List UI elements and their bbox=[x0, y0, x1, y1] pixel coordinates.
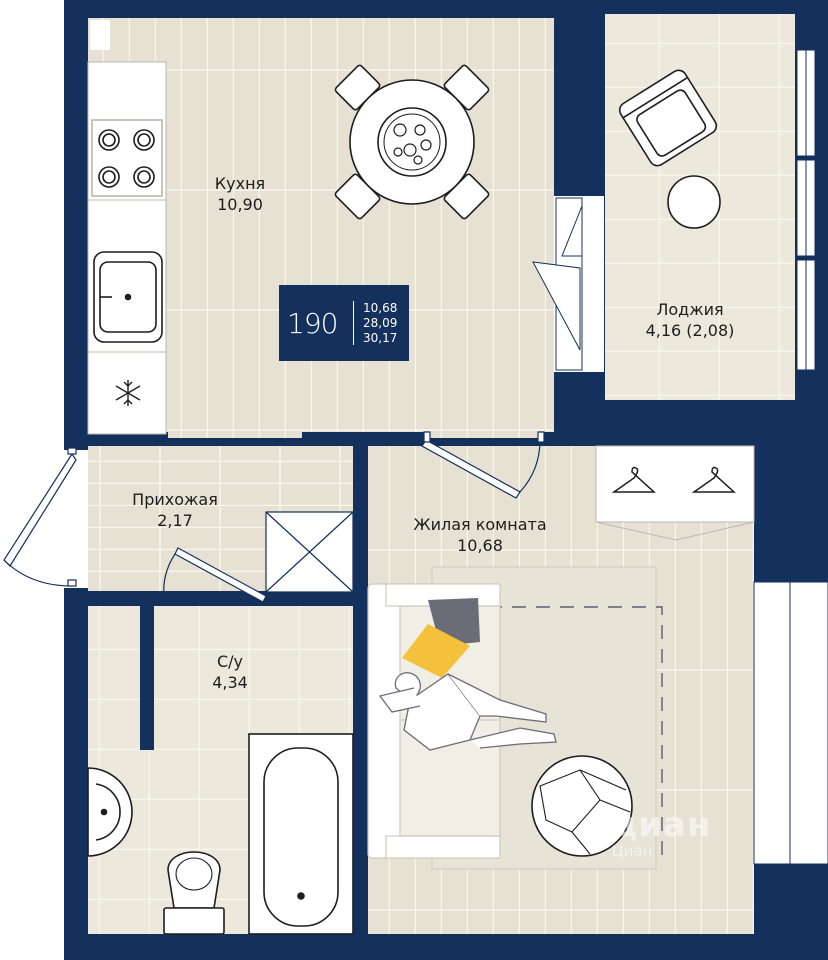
hallway-area: 2,17 bbox=[157, 511, 193, 530]
watermark-brand: циан bbox=[612, 805, 712, 845]
watermark-source: Циан bbox=[612, 842, 653, 860]
living-wall-lower bbox=[754, 864, 828, 934]
apartment-number: 190 bbox=[287, 306, 338, 340]
wall-kitchen-hall bbox=[88, 432, 168, 446]
kitchen-area: 10,90 bbox=[217, 195, 263, 214]
wall-hall-bath-right bbox=[266, 591, 353, 606]
bathroom-name: С/у bbox=[216, 652, 244, 671]
coffee-table bbox=[531, 755, 633, 857]
living-door bbox=[421, 431, 545, 499]
loggia-name: Лоджия bbox=[656, 300, 724, 319]
stove-icon bbox=[91, 119, 163, 197]
entrance-door bbox=[3, 447, 77, 587]
living-area: 10,68 bbox=[457, 536, 503, 555]
loggia-area: 4,16 (2,08) bbox=[645, 321, 735, 340]
left-outer-wall-bottom bbox=[64, 588, 88, 960]
wall-kitchen-right bbox=[554, 0, 604, 196]
pillow-accent bbox=[402, 624, 470, 678]
ventilation-square bbox=[90, 20, 110, 50]
loggia-door bbox=[532, 197, 583, 371]
wardrobe bbox=[595, 445, 755, 541]
kitchen-name: Кухня bbox=[214, 174, 266, 193]
hallway-label: Прихожая 2,17 bbox=[110, 489, 240, 531]
wall-kitchen-right-lower bbox=[554, 372, 604, 446]
loggia-windows bbox=[796, 49, 816, 371]
bathroom-door bbox=[163, 547, 267, 603]
loggia-label: Лоджия 4,16 (2,08) bbox=[620, 299, 760, 341]
wardrobe-niche bbox=[265, 511, 354, 593]
dining-table bbox=[334, 64, 490, 220]
wall-loggia-bottom bbox=[604, 400, 828, 446]
kitchen-label: Кухня 10,90 bbox=[190, 173, 290, 215]
toilet-icon bbox=[163, 851, 225, 935]
wall-kitchen-living bbox=[302, 432, 424, 446]
wall-bath-box bbox=[140, 600, 154, 750]
total-area-value: 28,09 bbox=[363, 315, 398, 330]
living-area-value: 10,68 bbox=[363, 300, 398, 315]
hallway-name: Прихожая bbox=[132, 490, 218, 509]
total-with-loggia-value: 30,17 bbox=[363, 330, 398, 345]
apartment-areas: 10,68 28,09 30,17 bbox=[363, 301, 397, 346]
wall-living-right bbox=[754, 446, 828, 582]
watermark: циан Циан bbox=[612, 808, 711, 860]
living-name: Жилая комната bbox=[413, 515, 547, 534]
bathtub-icon bbox=[248, 733, 354, 935]
kitchen-counter bbox=[87, 61, 167, 435]
armchair bbox=[618, 69, 718, 167]
sink-icon bbox=[93, 251, 163, 343]
bathroom-label: С/у 4,34 bbox=[190, 651, 270, 693]
living-window bbox=[753, 581, 828, 865]
snowflake-icon bbox=[115, 380, 141, 406]
side-table bbox=[667, 175, 721, 229]
left-outer-wall-top bbox=[64, 0, 88, 450]
apartment-badge: 190 10,68 28,09 30,17 bbox=[279, 285, 409, 361]
living-label: Жилая комната 10,68 bbox=[390, 514, 570, 556]
person bbox=[378, 672, 557, 751]
washbasin bbox=[87, 767, 133, 857]
hanger-icon bbox=[611, 466, 736, 493]
bathroom-area: 4,34 bbox=[212, 673, 248, 692]
bed-outline bbox=[440, 606, 663, 860]
badge-separator bbox=[353, 301, 354, 345]
wall-bath-living bbox=[353, 446, 368, 934]
